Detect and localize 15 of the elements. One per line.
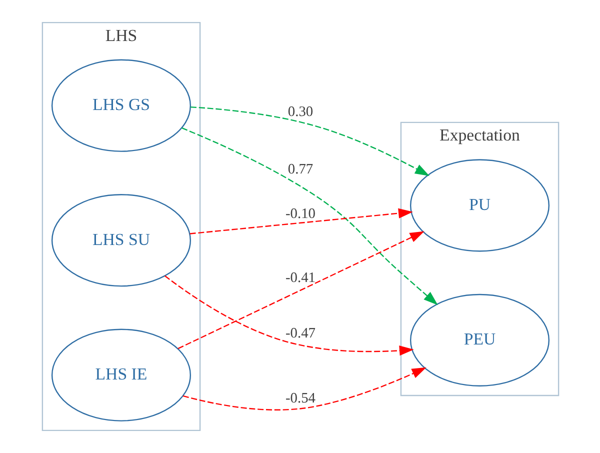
edge-label: 0.77 bbox=[287, 162, 313, 178]
node-ellipse: LHS IE bbox=[50, 328, 191, 422]
arrow bbox=[164, 275, 414, 356]
node-ellipse: LHS GS bbox=[50, 59, 191, 152]
edge-label: 0.30 bbox=[287, 104, 313, 120]
edge-label: -0.10 bbox=[284, 206, 316, 222]
edge-label: -0.54 bbox=[284, 390, 316, 406]
arrow bbox=[189, 208, 412, 234]
arrow bbox=[181, 127, 438, 306]
node-ellipse: LHS SU bbox=[50, 194, 191, 287]
edge-label: -0.41 bbox=[284, 270, 316, 286]
arrow bbox=[190, 106, 429, 176]
arrow bbox=[182, 367, 426, 410]
edge-label: -0.47 bbox=[284, 325, 316, 342]
arrow bbox=[177, 231, 424, 350]
